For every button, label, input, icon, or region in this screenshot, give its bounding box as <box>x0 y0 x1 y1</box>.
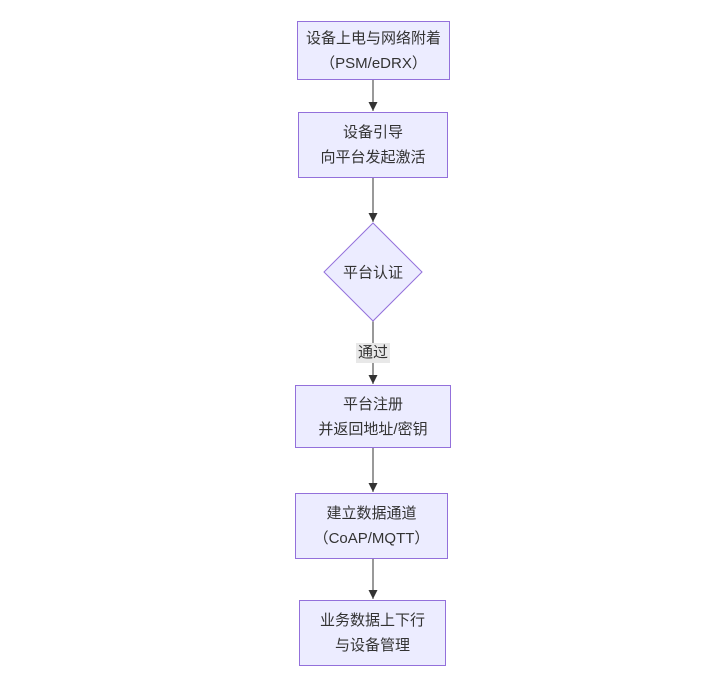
node-power-attach-line2: （PSM/eDRX） <box>320 54 427 72</box>
node-bootstrap: 设备引导 向平台发起激活 <box>298 112 448 178</box>
node-bootstrap-line2: 向平台发起激活 <box>320 149 426 166</box>
node-data-channel-line1: 建立数据通道 <box>326 505 417 522</box>
node-power-attach-line1: 设备上电与网络附着 <box>305 29 441 47</box>
edge-pass-label: 通过 <box>355 343 391 363</box>
node-register-line2: 并返回地址/密钥 <box>318 420 428 438</box>
node-business-data-line2: 与设备管理 <box>334 637 410 654</box>
node-power-attach: 设备上电与网络附着 （PSM/eDRX） <box>297 21 450 80</box>
node-business-data: 业务数据上下行 与设备管理 <box>299 600 446 666</box>
node-platform-auth-label: 平台认证 <box>342 264 404 282</box>
node-data-channel: 建立数据通道 （CoAP/MQTT） <box>295 493 448 559</box>
node-platform-auth-diamond <box>323 222 423 322</box>
node-business-data-line1: 业务数据上下行 <box>319 612 425 629</box>
node-register: 平台注册 并返回地址/密钥 <box>295 385 451 448</box>
node-register-line1: 平台注册 <box>342 395 403 413</box>
node-bootstrap-line1: 设备引导 <box>342 124 403 141</box>
node-data-channel-line2: （CoAP/MQTT） <box>313 530 430 547</box>
